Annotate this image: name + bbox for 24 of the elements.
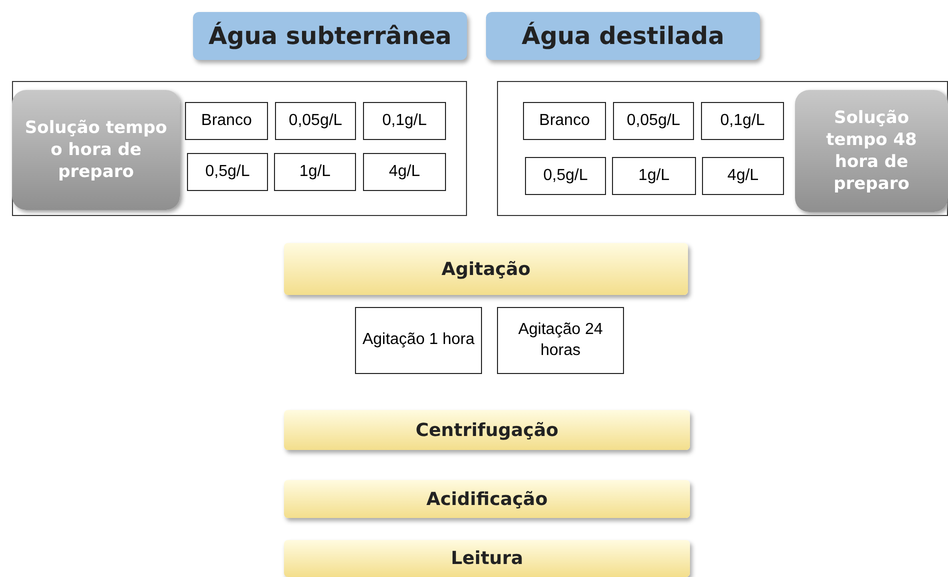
title-banner: Água destilada (486, 12, 760, 60)
sample-box: 0,1g/L (701, 102, 784, 140)
group-panel (497, 81, 948, 216)
sample-box: 4g/L (702, 157, 784, 195)
sample-box: Branco (185, 102, 268, 140)
process-step-bar: Leitura (284, 540, 690, 577)
solution-box: Solução tempo 48 hora de preparo (795, 90, 948, 212)
sample-box: Agitação 24 horas (497, 307, 624, 374)
solution-box: Solução tempo o hora de preparo (12, 90, 180, 210)
sample-box: 0,5g/L (525, 157, 606, 195)
sample-box: 0,5g/L (187, 153, 268, 191)
process-step-bar: Acidificação (284, 480, 690, 518)
process-step-bar: Centrifugação (284, 410, 690, 450)
sample-box: 1g/L (274, 153, 356, 191)
sample-box: 4g/L (363, 153, 446, 191)
process-step-bar: Agitação (284, 243, 688, 295)
sample-box: 0,05g/L (275, 102, 356, 140)
sample-box: 0,1g/L (363, 102, 446, 140)
sample-box: 0,05g/L (613, 102, 694, 140)
sample-box: 1g/L (612, 157, 696, 195)
sample-box: Agitação 1 hora (355, 307, 482, 374)
sample-box: Branco (523, 102, 606, 140)
title-banner: Água subterrânea (193, 12, 467, 60)
group-panel (12, 81, 467, 216)
